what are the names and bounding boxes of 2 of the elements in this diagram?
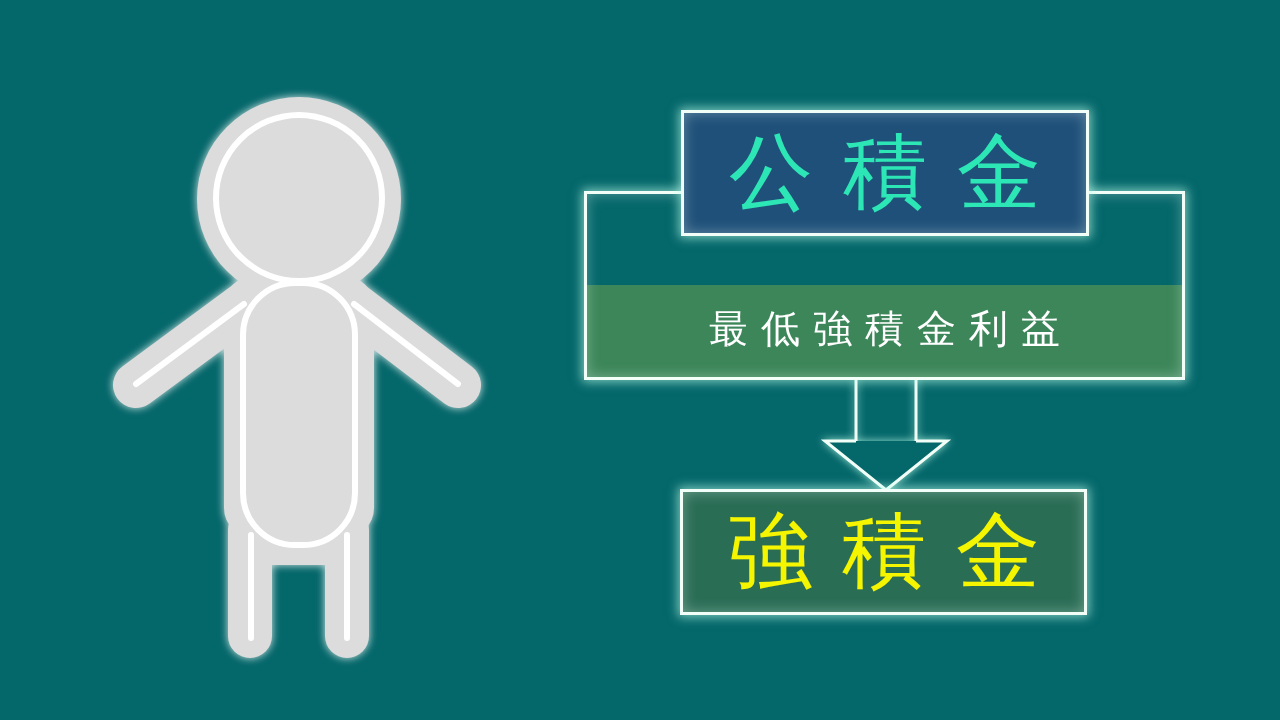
heading-box: 公積金 [681,110,1089,236]
result-box: 強積金 [680,489,1087,615]
